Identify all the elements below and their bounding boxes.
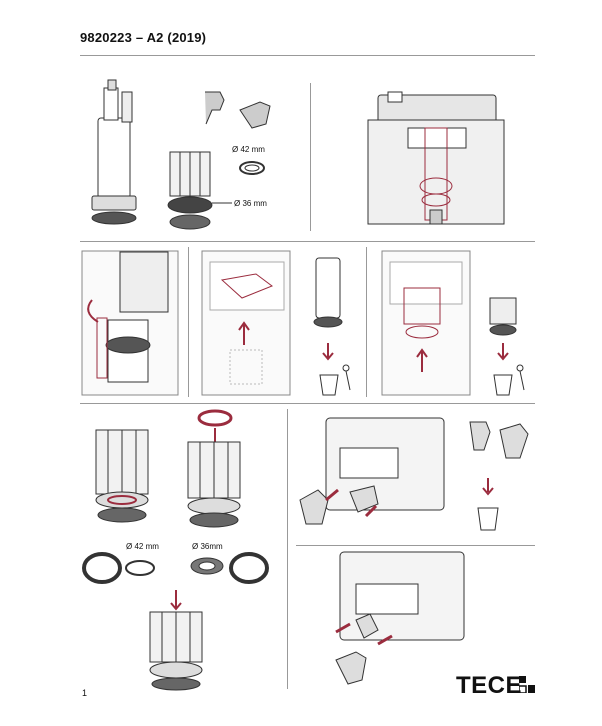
mounting-brackets-illustration: [205, 91, 271, 129]
row-divider-1: [80, 241, 535, 242]
cage-seal-illustration: [95, 429, 149, 523]
col-divider-bottom: [287, 409, 288, 689]
step-remove-valve-illustration: [81, 250, 179, 396]
diameter-36-label-bottom: Ø 36mm: [192, 542, 223, 551]
flush-valve-illustration: [91, 79, 137, 225]
brand-logo-mark-icon: [519, 676, 535, 693]
step-lift-valve-illustration: [201, 250, 291, 396]
seal-ring-42-illustration: [239, 161, 265, 175]
cage-seal-replace-illustration: [187, 409, 241, 528]
discard-valve-illustration: [313, 257, 351, 396]
seal-rings-illustration: [82, 552, 269, 691]
page-number: 1: [82, 688, 88, 698]
diameter-42-label-bottom: Ø 42 mm: [126, 542, 159, 551]
col-divider-mid-1: [188, 247, 189, 397]
diameter-42-label-top: Ø 42 mm: [232, 145, 265, 154]
col-divider-mid-2: [366, 247, 367, 397]
frame-remove-levers-illustration: [299, 417, 529, 531]
frame-install-levers-illustration: [335, 551, 465, 685]
header-rule: [80, 55, 535, 56]
document-title: 9820223 – A2 (2019): [80, 30, 207, 45]
diameter-36-label-top: Ø 36 mm: [234, 199, 267, 208]
brand-logo: TECE: [456, 672, 523, 699]
overflow-cage-illustration: [167, 151, 213, 230]
sub-divider-right: [296, 545, 535, 546]
col-divider-top: [310, 83, 311, 231]
cistern-illustration: [367, 91, 505, 225]
discard-cage-illustration: [489, 297, 525, 396]
row-divider-2: [80, 403, 535, 404]
step-remove-cage-illustration: [381, 250, 471, 396]
